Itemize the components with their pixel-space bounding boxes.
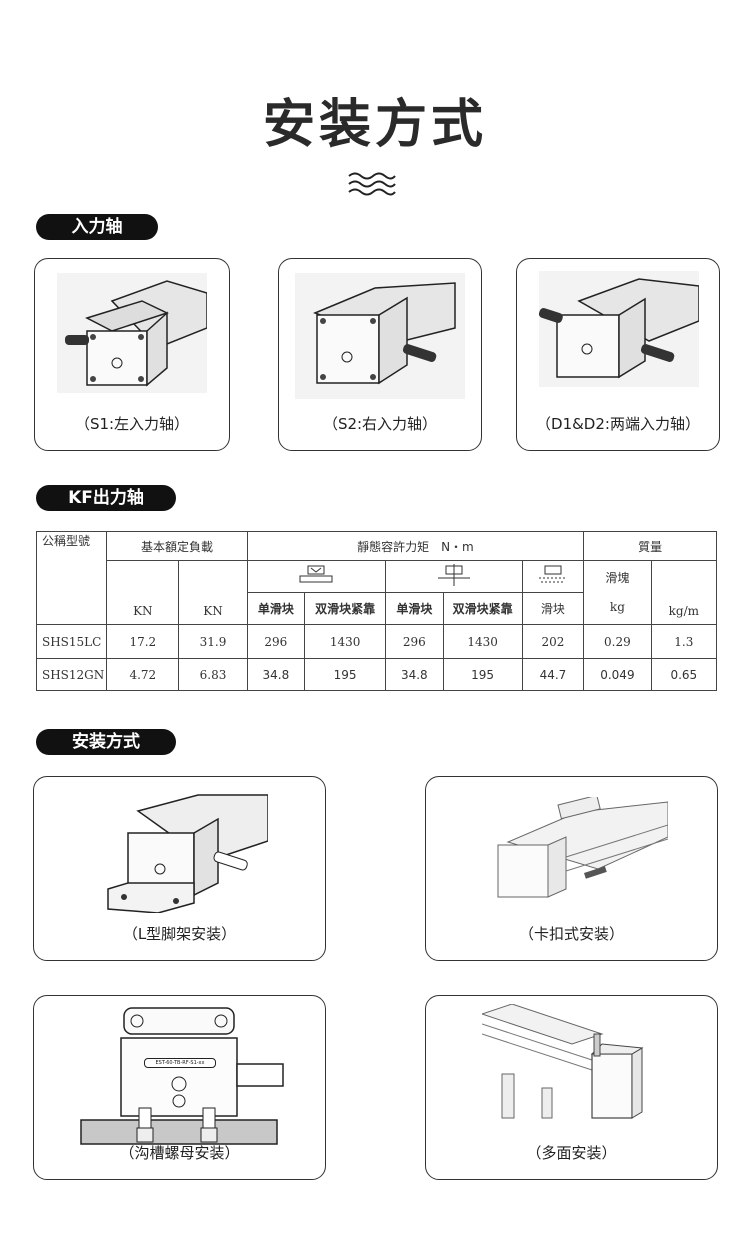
moment-mr-icon — [521, 560, 585, 593]
input-card-s1: （S1:左入力轴） — [34, 258, 230, 451]
mount-card-l-bracket-caption: （L型脚架安装） — [122, 925, 237, 943]
mount-card-tslot-nut-caption: （沟槽螺母安装） — [119, 1144, 240, 1162]
cell-m5: 44.7 — [521, 658, 585, 691]
section-input-shaft: 入力轴 — [36, 214, 158, 240]
multi-face-mount-image — [482, 1004, 644, 1119]
header-slider-2: 滑块 — [521, 592, 585, 625]
header-slider-label: 滑塊 — [605, 571, 630, 585]
unit-kn-1: KN — [106, 560, 180, 625]
header-model: 公稱型號 — [35, 531, 108, 625]
spec-table: 公稱型號 基本額定負載 靜態容許力矩 N・m 質量 KN KN 滑塊 kg kg… — [35, 531, 718, 691]
cell-m2: 1430 — [304, 624, 387, 659]
section-mounting: 安装方式 — [36, 729, 176, 755]
moment-my-icon — [385, 560, 523, 593]
cell-c1: 17.2 — [106, 624, 180, 659]
cell-kg: 0.29 — [583, 624, 652, 659]
cell-m3: 296 — [385, 624, 444, 659]
actuator-left-shaft-image — [57, 273, 207, 393]
wave-divider-icon — [348, 172, 396, 196]
header-slider-mass: 滑塊 kg — [583, 560, 652, 625]
cell-model: SHS12GN — [35, 658, 108, 691]
cell-m3: 34.8 — [385, 658, 444, 691]
section-output-shaft: KF出力轴 — [36, 485, 176, 511]
actuator-both-shafts-image — [539, 271, 699, 387]
header-double-1: 双滑块紧靠 — [304, 592, 387, 625]
tslot-nut-mount-image — [80, 1007, 284, 1145]
header-load: 基本額定負載 — [106, 531, 248, 561]
cell-model: SHS15LC — [35, 624, 108, 659]
cell-c2: 31.9 — [178, 624, 248, 659]
input-card-s2-caption: （S2:右入力轴） — [322, 415, 438, 433]
mount-card-clip-caption: （卡扣式安装） — [518, 925, 624, 943]
cell-m1: 296 — [246, 624, 306, 659]
l-bracket-mount-image — [107, 794, 268, 913]
actuator-right-shaft-image — [295, 273, 465, 399]
table-row: SHS12GN 4.72 6.83 34.8 195 34.8 195 44.7… — [35, 658, 718, 691]
cell-kg: 0.049 — [583, 658, 652, 691]
cell-m4: 195 — [442, 658, 523, 691]
moment-mp-icon — [246, 560, 387, 593]
clip-mount-image — [497, 797, 668, 898]
mount-card-l-bracket: （L型脚架安装） — [33, 776, 326, 961]
cell-m5: 202 — [521, 624, 585, 659]
cell-kgm: 1.3 — [650, 624, 718, 659]
table-row: SHS15LC 17.2 31.9 296 1430 296 1430 202 … — [35, 624, 718, 659]
header-moment: 靜態容許力矩 N・m — [246, 531, 585, 561]
header-single-2: 单滑块 — [385, 592, 444, 625]
header-mass: 質量 — [583, 531, 717, 561]
unit-kn-2: KN — [178, 560, 248, 625]
mount-card-multi-face: （多面安装） — [425, 995, 718, 1180]
cell-c2: 6.83 — [178, 658, 248, 691]
mount-card-tslot-nut: EST-60-TB-RF-S1-xx （沟槽螺母安装） — [33, 995, 326, 1180]
page-title: 安装方式 — [262, 95, 487, 155]
tslot-model-label: EST-60-TB-RF-S1-xx — [144, 1058, 216, 1068]
header-single-1: 单滑块 — [246, 592, 306, 625]
cell-kgm: 0.65 — [650, 658, 718, 691]
cell-m2: 195 — [304, 658, 387, 691]
cell-c1: 4.72 — [106, 658, 180, 691]
header-double-2: 双滑块紧靠 — [442, 592, 523, 625]
mount-card-multi-face-caption: （多面安装） — [526, 1144, 617, 1162]
cell-m4: 1430 — [442, 624, 523, 659]
input-card-d1d2: （D1&D2:两端入力轴） — [516, 258, 720, 451]
input-card-d1d2-caption: （D1&D2:两端入力轴） — [536, 415, 700, 433]
unit-kgm: kg/m — [650, 560, 718, 625]
input-card-s2: （S2:右入力轴） — [278, 258, 482, 451]
cell-m1: 34.8 — [246, 658, 306, 691]
unit-kg: kg — [609, 600, 625, 614]
input-card-s1-caption: （S1:左入力轴） — [74, 415, 190, 433]
mount-card-clip: （卡扣式安装） — [425, 776, 718, 961]
